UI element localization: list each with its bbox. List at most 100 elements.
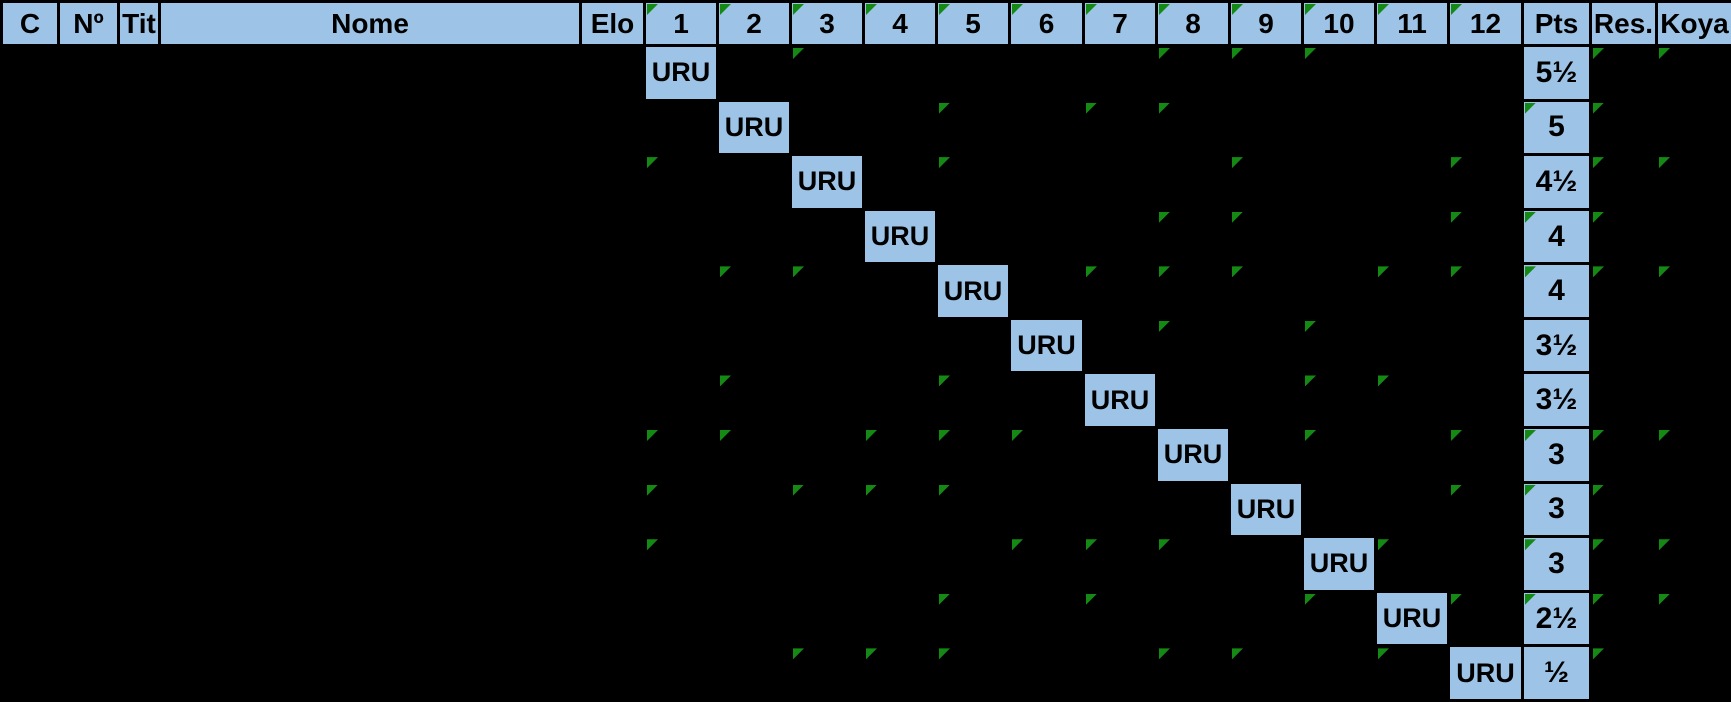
cell-res-row4[interactable] [1589,207,1658,266]
cell-12-row2[interactable] [1447,98,1524,157]
cell-10-row8[interactable] [1301,426,1377,484]
cell-7-row5[interactable] [1082,262,1158,320]
cell-elo-row11[interactable] [579,589,646,648]
cell-c-row4[interactable] [0,207,60,266]
cell-1-row11[interactable] [643,589,719,648]
cell-12-row5[interactable] [1447,262,1524,320]
points-cell-row9[interactable]: 3 [1521,480,1592,539]
cell-res-row1[interactable] [1589,44,1658,102]
cell-5-row6[interactable] [935,316,1011,375]
cell-nome-row5[interactable] [158,262,582,320]
cell-5-row2[interactable] [935,98,1011,157]
cell-elo-row9[interactable] [579,480,646,539]
cell-no-row9[interactable] [57,480,120,539]
header-cell-res[interactable]: Res. [1589,0,1658,47]
cell-4-row1[interactable] [862,44,938,102]
cell-12-row11[interactable] [1447,589,1524,648]
cell-9-row10[interactable] [1228,535,1304,593]
cell-koya-row4[interactable] [1655,207,1731,266]
cell-koya-row1[interactable] [1655,44,1731,102]
cell-elo-row6[interactable] [579,316,646,375]
header-cell-elo[interactable]: Elo [579,0,646,47]
header-cell-4[interactable]: 4 [862,0,938,47]
cell-1-row8[interactable] [643,426,719,484]
cell-2-row4[interactable] [716,207,792,266]
cell-1-row3[interactable] [643,153,719,211]
cell-8-row1[interactable] [1155,44,1231,102]
cell-3-row4[interactable] [789,207,865,266]
cell-3-row7[interactable] [789,371,865,430]
cell-12-row3[interactable] [1447,153,1524,211]
header-cell-2[interactable]: 2 [716,0,792,47]
cell-8-row2[interactable] [1155,98,1231,157]
cell-tit-row4[interactable] [117,207,161,266]
cell-8-row3[interactable] [1155,153,1231,211]
cell-koya-row11[interactable] [1655,589,1731,648]
cell-8-row4[interactable] [1155,207,1231,266]
header-cell-12[interactable]: 12 [1447,0,1524,47]
cell-c-row10[interactable] [0,535,60,593]
cell-7-row9[interactable] [1082,480,1158,539]
cell-no-row4[interactable] [57,207,120,266]
cell-8-row11[interactable] [1155,589,1231,648]
cell-1-row9[interactable] [643,480,719,539]
cell-8-row7[interactable] [1155,371,1231,430]
cell-4-row12[interactable] [862,644,938,702]
cell-elo-row8[interactable] [579,426,646,484]
cell-11-row9[interactable] [1374,480,1450,539]
cell-5-row11[interactable] [935,589,1011,648]
uru-diagonal-cell-row4[interactable]: URU [862,207,938,266]
cell-3-row10[interactable] [789,535,865,593]
cell-2-row12[interactable] [716,644,792,702]
cell-tit-row8[interactable] [117,426,161,484]
cell-koya-row10[interactable] [1655,535,1731,593]
cell-9-row4[interactable] [1228,207,1304,266]
cell-2-row9[interactable] [716,480,792,539]
cell-4-row2[interactable] [862,98,938,157]
cell-12-row1[interactable] [1447,44,1524,102]
cell-2-row5[interactable] [716,262,792,320]
cell-5-row7[interactable] [935,371,1011,430]
cell-3-row6[interactable] [789,316,865,375]
cell-1-row4[interactable] [643,207,719,266]
cell-5-row4[interactable] [935,207,1011,266]
cell-10-row6[interactable] [1301,316,1377,375]
cell-6-row9[interactable] [1008,480,1085,539]
header-cell-6[interactable]: 6 [1008,0,1085,47]
cell-nome-row2[interactable] [158,98,582,157]
cell-2-row6[interactable] [716,316,792,375]
cell-koya-row8[interactable] [1655,426,1731,484]
cell-10-row1[interactable] [1301,44,1377,102]
cell-9-row6[interactable] [1228,316,1304,375]
cell-3-row5[interactable] [789,262,865,320]
cell-5-row3[interactable] [935,153,1011,211]
cell-8-row5[interactable] [1155,262,1231,320]
cell-10-row11[interactable] [1301,589,1377,648]
cell-no-row6[interactable] [57,316,120,375]
points-cell-row4[interactable]: 4 [1521,207,1592,266]
cell-res-row12[interactable] [1589,644,1658,702]
cell-2-row7[interactable] [716,371,792,430]
points-cell-row3[interactable]: 4½ [1521,153,1592,211]
cell-6-row3[interactable] [1008,153,1085,211]
cell-7-row3[interactable] [1082,153,1158,211]
cell-tit-row9[interactable] [117,480,161,539]
uru-diagonal-cell-row6[interactable]: URU [1008,316,1085,375]
cell-5-row12[interactable] [935,644,1011,702]
cell-koya-row12[interactable] [1655,644,1731,702]
cell-8-row12[interactable] [1155,644,1231,702]
cell-tit-row3[interactable] [117,153,161,211]
header-cell-9[interactable]: 9 [1228,0,1304,47]
cell-c-row3[interactable] [0,153,60,211]
header-cell-11[interactable]: 11 [1374,0,1450,47]
cell-4-row9[interactable] [862,480,938,539]
cell-3-row2[interactable] [789,98,865,157]
uru-diagonal-cell-row5[interactable]: URU [935,262,1011,320]
cell-12-row6[interactable] [1447,316,1524,375]
cell-no-row10[interactable] [57,535,120,593]
cell-no-row8[interactable] [57,426,120,484]
cell-9-row3[interactable] [1228,153,1304,211]
header-cell-tit[interactable]: Tit [117,0,161,47]
cell-nome-row11[interactable] [158,589,582,648]
cell-6-row5[interactable] [1008,262,1085,320]
